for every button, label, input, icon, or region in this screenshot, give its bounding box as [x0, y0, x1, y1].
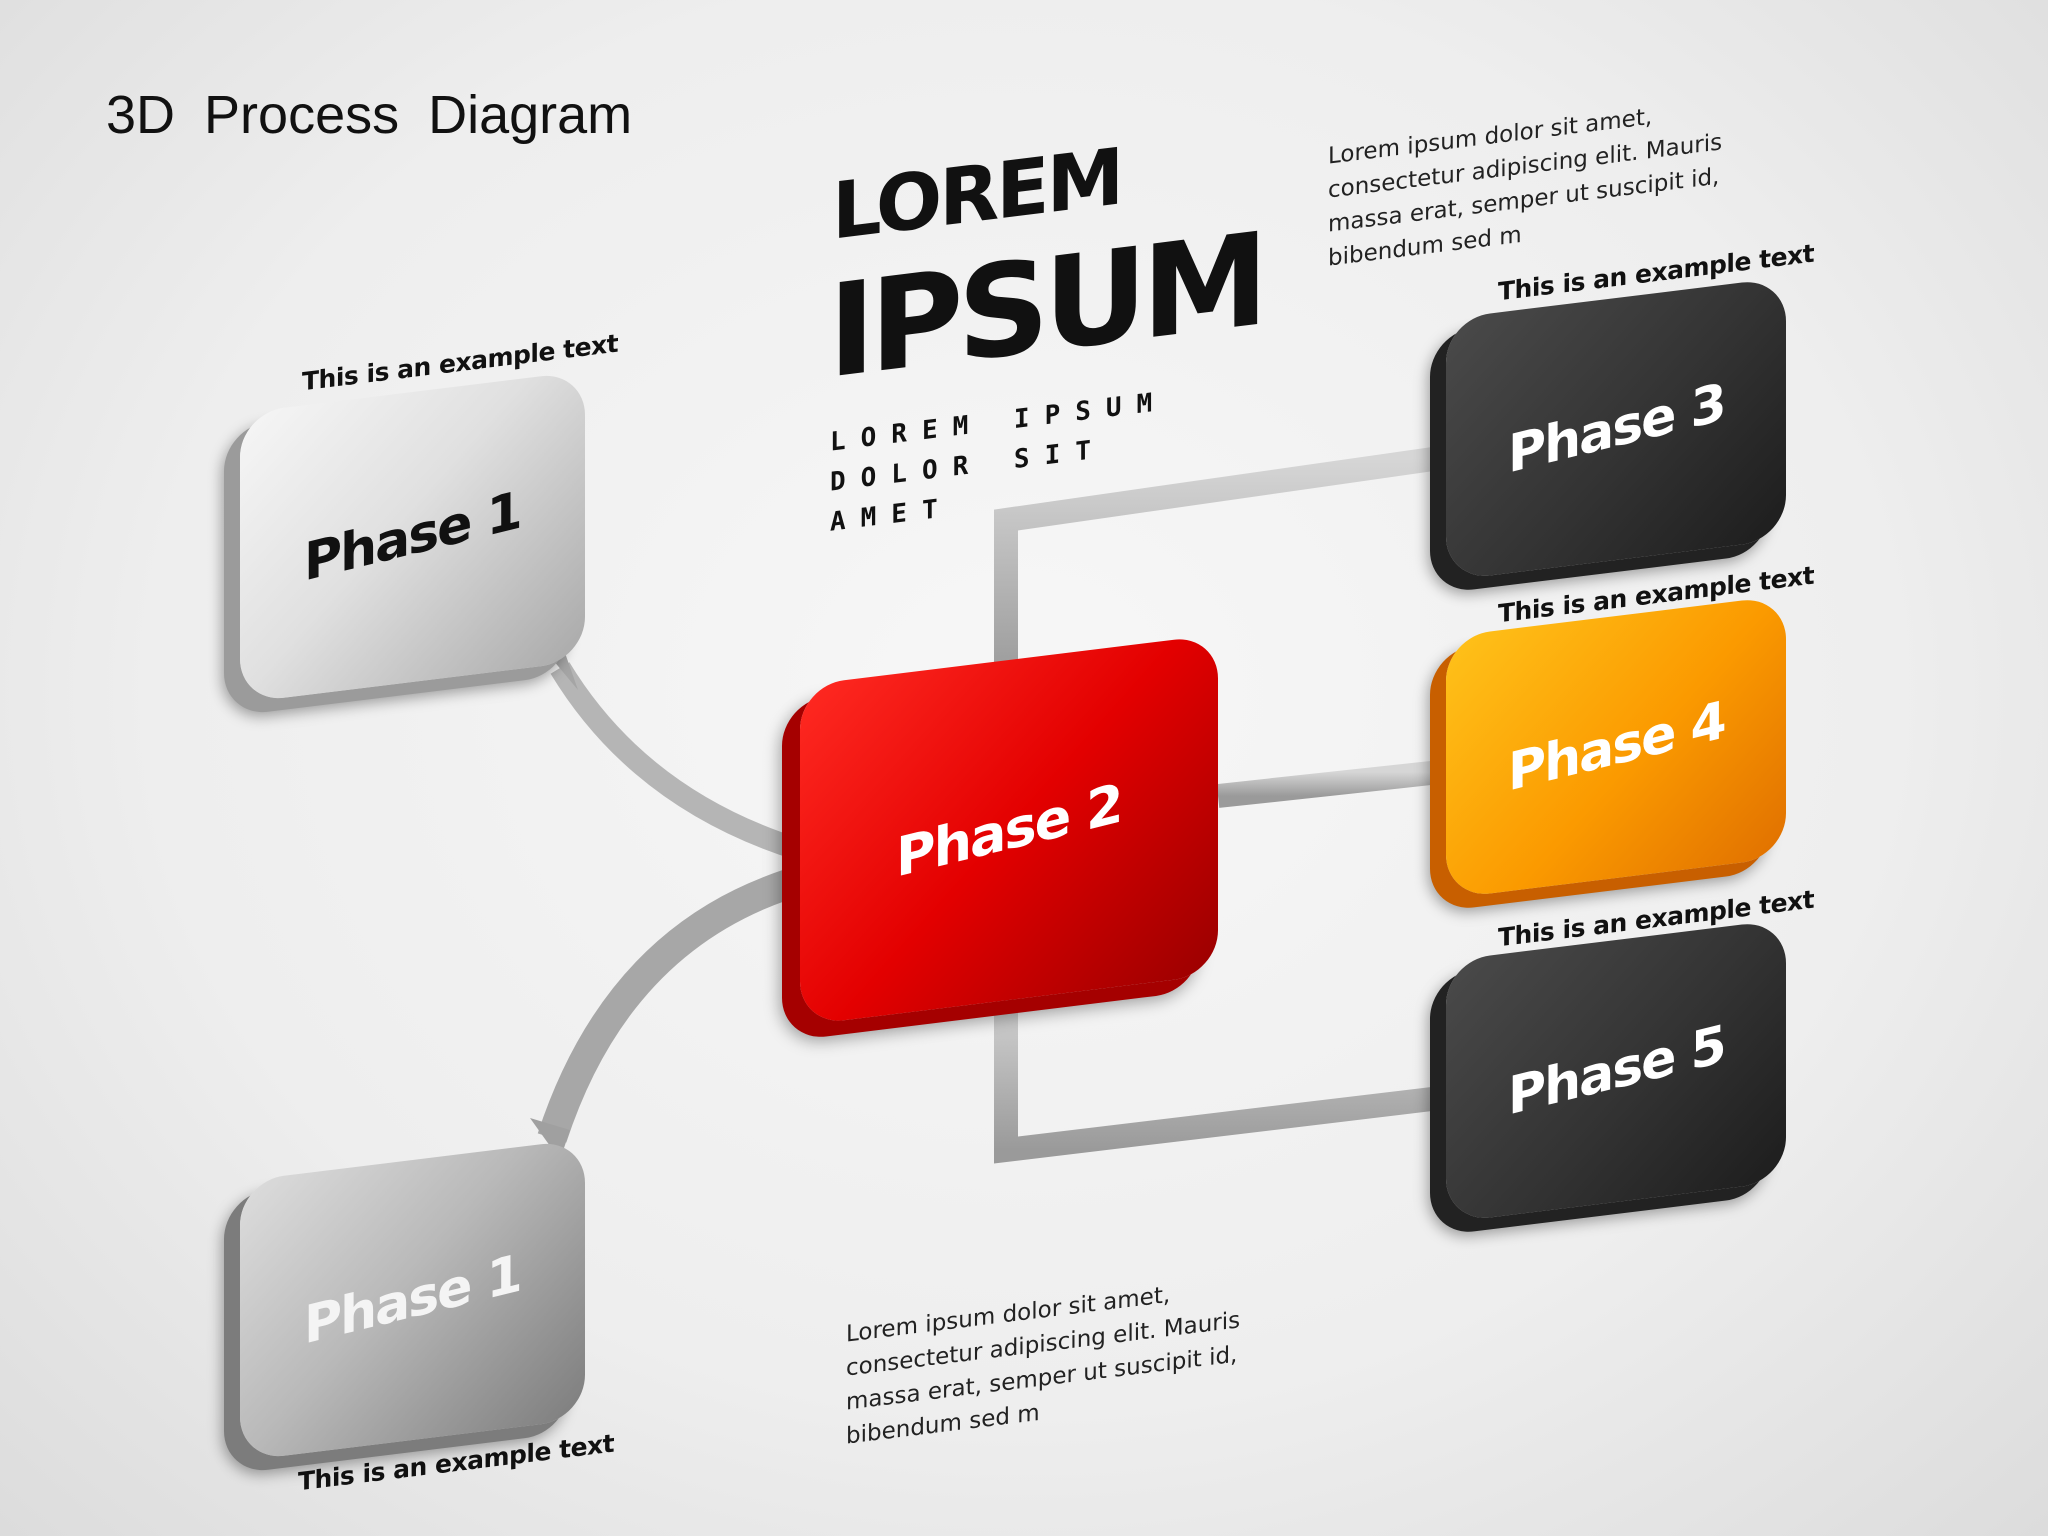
- phase4-label: Phase 4: [1507, 690, 1725, 804]
- phase4-box: Phase 4: [1446, 595, 1786, 899]
- phase1-top-label: Phase 1: [304, 480, 521, 594]
- arrow-phase2-to-phase5: [994, 990, 1442, 1164]
- phase1-bottom-label: Phase 1: [304, 1243, 521, 1357]
- arrow-phase2-to-phase4: [1216, 760, 1442, 808]
- phase1-top-box: Phase 1: [240, 370, 585, 704]
- phase5-label: Phase 5: [1507, 1014, 1725, 1128]
- phase2-label: Phase 2: [896, 770, 1122, 890]
- phase5-box: Phase 5: [1446, 919, 1786, 1223]
- phase3-box: Phase 3: [1446, 277, 1786, 581]
- arrow-phase2-to-phase3: [994, 446, 1442, 680]
- phase2-box: Phase 2: [800, 634, 1218, 1026]
- slide-title: 3D Process Diagram: [106, 85, 633, 145]
- phase1-bottom-box: Phase 1: [240, 1138, 585, 1462]
- arrow-phase1-top-to-phase2: [550, 662, 804, 861]
- phase3-label: Phase 3: [1507, 372, 1725, 486]
- arrow-phase1-bottom-to-phase2: [537, 863, 813, 1143]
